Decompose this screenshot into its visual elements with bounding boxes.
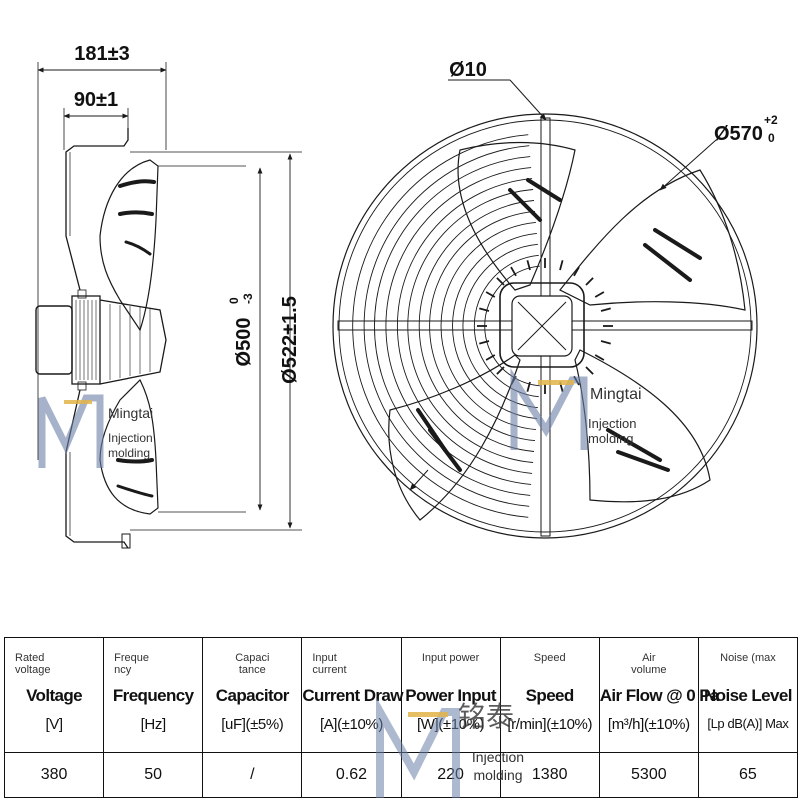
- header-speed: Speed Speed [r/min](±10%): [499, 637, 600, 753]
- overall-depth-label: 181±3: [74, 43, 129, 65]
- side-view: [35, 62, 302, 549]
- value-power: 220: [400, 752, 501, 798]
- svg-text:Ø500: Ø500: [233, 318, 255, 367]
- fan-technical-drawing: 181±3 90±1 Ø500 0 -3 Ø522±1.5 Ø10 Ø570 +…: [35, 43, 778, 549]
- hole-diameter-label: Ø10: [449, 59, 487, 81]
- svg-text:+2: +2: [764, 113, 778, 127]
- inner-diameter-dim: Ø500 0 -3: [227, 293, 255, 366]
- svg-text:0: 0: [768, 131, 775, 145]
- value-noise: 65: [697, 752, 799, 798]
- spec-value-row: 380 50 / 0.62 220 1380 5300 65: [3, 752, 799, 798]
- value-voltage: 380: [3, 752, 105, 798]
- header-noise: Noise (max Noise Level [Lp dB(A)] Max: [697, 637, 799, 753]
- outer-diameter-label: Ø522±1.5: [279, 296, 301, 384]
- value-frequency: 50: [103, 752, 204, 798]
- watermark-logo-center: Mingtai Injection molding: [510, 368, 642, 450]
- svg-text:0: 0: [227, 297, 241, 304]
- value-speed: 1380: [499, 752, 600, 798]
- guard-diameter-dim: Ø570 +2 0: [714, 113, 778, 145]
- watermark-line2-left: molding: [108, 446, 150, 460]
- value-current: 0.62: [301, 752, 402, 798]
- watermark-logo-left: Mingtai Injection molding: [38, 394, 153, 468]
- watermark-line1-left: Injection: [108, 431, 153, 445]
- header-power: Input power Power Input [W](±10%): [400, 637, 501, 753]
- watermark-brand-center: Mingtai: [590, 386, 642, 403]
- value-airflow: 5300: [598, 752, 699, 798]
- watermark-line1-center: Injection: [588, 416, 636, 431]
- svg-text:Ø570: Ø570: [714, 123, 763, 145]
- value-capacitor: /: [202, 752, 303, 798]
- front-view: [332, 79, 758, 539]
- svg-text:-3: -3: [241, 293, 255, 304]
- watermark-brand-left: Mingtai: [108, 405, 153, 421]
- watermark-line2-center: molding: [588, 431, 634, 446]
- motor-depth-label: 90±1: [74, 89, 118, 111]
